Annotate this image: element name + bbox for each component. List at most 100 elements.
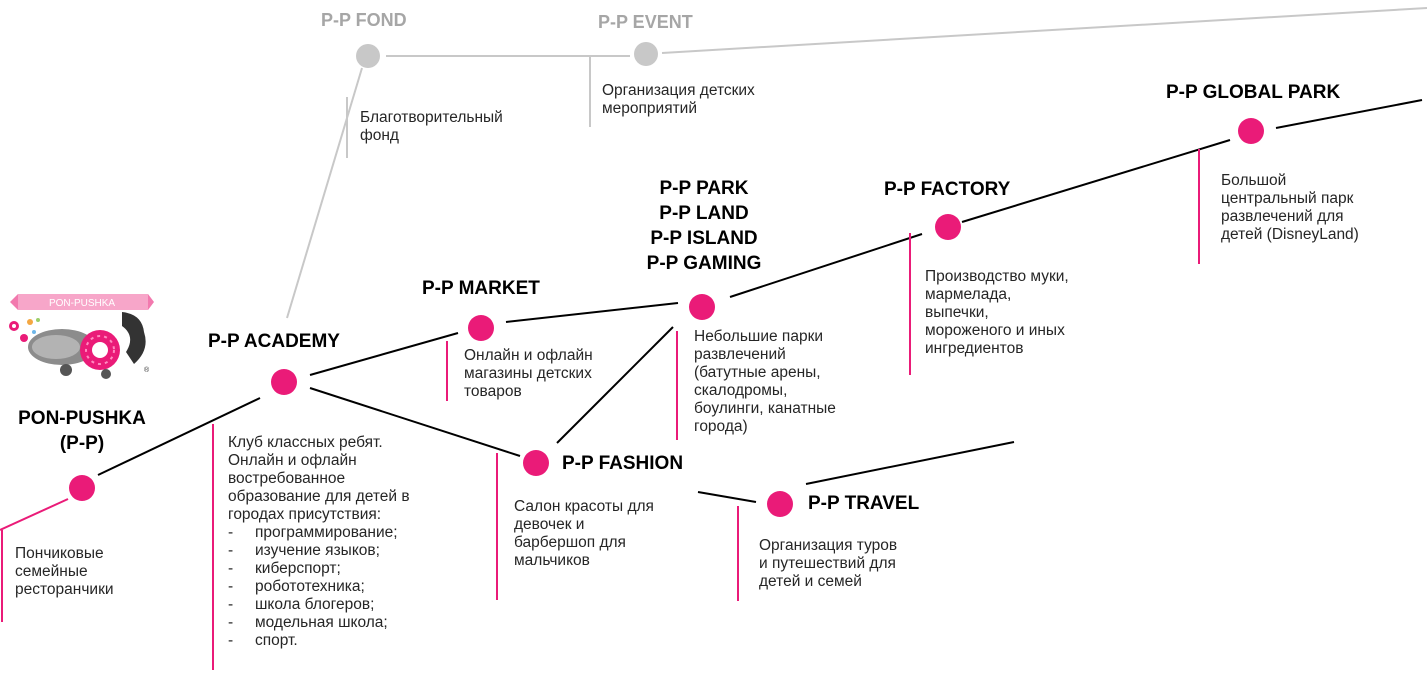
ponpushka-node	[69, 475, 95, 501]
fashion-desc-line: девочек и	[514, 516, 585, 533]
ponpushka-title-line-2: (P-P)	[59, 433, 105, 454]
travel-desc-line: Организация туров	[759, 537, 898, 554]
event-node	[634, 42, 658, 66]
fashion-node	[523, 450, 549, 476]
global-description: Большой центральный парк развлечений для…	[1221, 172, 1359, 244]
ponpushka-desc-line: семейные	[15, 563, 88, 580]
market-desc-line: товаров	[464, 383, 522, 400]
list-item: киберспорт;	[228, 560, 410, 578]
ponpushka-desc-line: ресторанчики	[15, 581, 114, 598]
fond-desc-line: фонд	[360, 127, 399, 144]
market-desc-line: магазины детских	[464, 365, 592, 382]
park-title-line-4: P-P GAMING	[646, 253, 762, 274]
connector-fashion-park	[556, 326, 674, 444]
park-title: P-P PARK P-P LAND P-P ISLAND P-P GAMING	[647, 176, 762, 276]
connector-ponpushka-in	[0, 498, 69, 531]
logo-text: PON-PUSHKA	[49, 298, 115, 309]
event-title-line: P-P EVENT	[598, 12, 693, 32]
market-desc-line: Онлайн и офлайн	[464, 347, 593, 364]
park-node	[689, 294, 715, 320]
list-item: программирование;	[228, 524, 410, 542]
park-desc-line: (батутные арены,	[694, 364, 821, 381]
global-title: P-P GLOBAL PARK	[1166, 80, 1340, 105]
list-item: изучение языков;	[228, 542, 410, 560]
park-desc-line: боулинги, канатные	[694, 400, 836, 417]
fashion-title-line: P-P FASHION	[562, 453, 684, 474]
global-desc-line: центральный парк	[1221, 190, 1354, 207]
academy-desc-line: Клуб классных ребят.	[228, 434, 383, 451]
travel-description: Организация туров и путешествий для дете…	[759, 537, 897, 591]
connector-factory-global	[961, 139, 1231, 223]
market-description: Онлайн и офлайн магазины детских товаров	[464, 347, 593, 401]
travel-desc-line: детей и семей	[759, 573, 862, 590]
fond-description: Благотворительный фонд	[360, 109, 503, 145]
ponpushka-title: PON-PUSHKA (P-P)	[18, 406, 146, 456]
ponpushka-title-line-1: PON-PUSHKA	[18, 408, 146, 429]
travel-node	[767, 491, 793, 517]
event-description: Организация детских мероприятий	[602, 82, 755, 118]
park-description: Небольшие парки развлечений (батутные ар…	[694, 328, 836, 436]
park-title-line-2: P-P LAND	[659, 203, 749, 224]
market-node	[468, 315, 494, 341]
market-title-line: P-P MARKET	[422, 278, 540, 299]
event-desc-line: Организация детских	[602, 82, 755, 99]
academy-node	[271, 369, 297, 395]
connector-academy-fond	[286, 67, 363, 319]
fond-desc-line: Благотворительный	[360, 109, 503, 126]
global-title-line: P-P GLOBAL PARK	[1166, 82, 1341, 103]
ponpushka-desc-line: Пончиковые	[15, 545, 104, 562]
academy-desc-line: городах присутствия:	[228, 506, 382, 523]
global-node	[1238, 118, 1264, 144]
connector-market-park	[505, 302, 679, 323]
market-title: P-P MARKET	[422, 276, 540, 301]
fashion-desc-line: барбершоп для	[514, 534, 626, 551]
academy-description: Клуб классных ребят. Онлайн и офлайн вос…	[228, 434, 410, 650]
factory-desc-line: мармелада,	[925, 286, 1012, 303]
connector-academy-fashion	[309, 387, 521, 457]
travel-title-line: P-P TRAVEL	[808, 493, 920, 514]
park-title-line-1: P-P PARK	[659, 178, 749, 199]
list-item: спорт.	[228, 632, 410, 650]
event-desc-line: мероприятий	[602, 100, 697, 117]
fashion-desc-line: мальчиков	[514, 552, 590, 569]
fashion-title: P-P FASHION	[562, 451, 683, 476]
factory-title-line: P-P FACTORY	[884, 179, 1011, 200]
fond-title-line: P-P FOND	[321, 10, 407, 30]
connector-travel-out	[805, 441, 1015, 485]
list-item: робототехника;	[228, 578, 410, 596]
global-desc-line: Большой	[1221, 172, 1287, 189]
factory-desc-line: ингредиентов	[925, 340, 1024, 357]
list-item: школа блогеров;	[228, 596, 410, 614]
park-title-line-3: P-P ISLAND	[650, 228, 758, 249]
factory-desc-line: Производство муки,	[925, 268, 1069, 285]
connector-ponpushka-academy	[97, 397, 261, 476]
park-desc-line: Небольшие парки	[694, 328, 824, 345]
connector-fashion-travel	[697, 491, 757, 503]
pon-pushka-logo-icon: PON-PUSHKA ®	[9, 294, 154, 379]
global-desc-line: развлечений для	[1221, 208, 1344, 225]
academy-title-line: P-P ACADEMY	[208, 331, 340, 352]
list-item: модельная школа;	[228, 614, 410, 632]
event-title: P-P EVENT	[598, 10, 693, 35]
travel-title: P-P TRAVEL	[808, 491, 919, 516]
factory-desc-line: мороженого и иных	[925, 322, 1065, 339]
fond-title: P-P FOND	[321, 8, 407, 33]
travel-desc-line: и путешествий для	[759, 555, 896, 572]
svg-text:®: ®	[144, 366, 150, 374]
park-desc-line: города)	[694, 418, 748, 435]
fond-node	[356, 44, 380, 68]
ponpushka-description: Пончиковые семейные ресторанчики	[15, 545, 114, 599]
factory-description: Производство муки, мармелада, выпечки, м…	[925, 268, 1069, 358]
global-desc-line: детей (DisneyLand)	[1221, 226, 1359, 243]
fashion-desc-line: Салон красоты для	[514, 498, 654, 515]
factory-title: P-P FACTORY	[884, 177, 1010, 202]
academy-course-list: программирование; изучение языков; кибер…	[228, 524, 410, 650]
academy-desc-line: Онлайн и офлайн	[228, 452, 357, 469]
academy-desc-line: востребованное	[228, 470, 346, 487]
connector-park-factory	[729, 233, 923, 298]
academy-desc-line: образование для детей в	[228, 488, 410, 505]
factory-desc-line: выпечки,	[925, 304, 989, 321]
connector-event-out	[661, 7, 1427, 54]
park-desc-line: скалодромы,	[694, 382, 788, 399]
